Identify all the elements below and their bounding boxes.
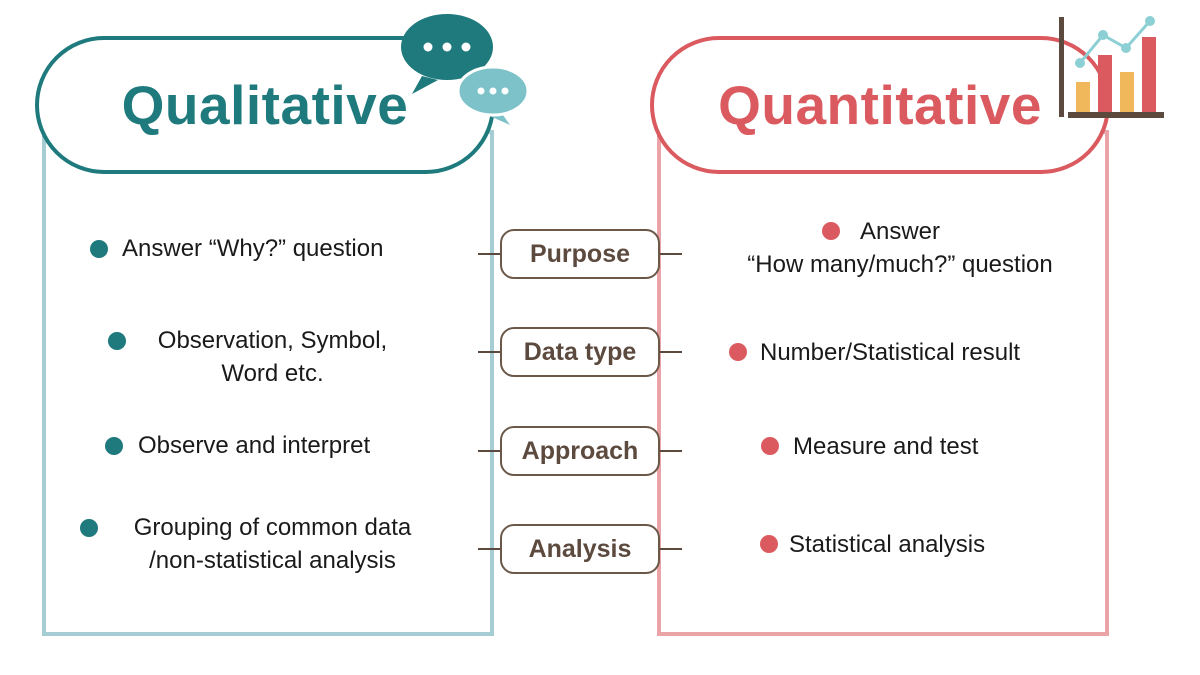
category-purpose: Purpose [500,229,660,279]
qualitative-bullet-purpose [90,240,108,258]
bar-line-chart-icon [1059,16,1164,118]
quantitative-purpose-text: Answer “How many/much?” question [747,218,1053,278]
approach-connector-right [658,450,682,452]
quantitative-analysis-text: Statistical analysis [789,531,986,558]
qualitative-title: Qualitative [35,36,495,174]
quantitative-bullet-purpose [822,222,840,240]
category-analysis: Analysis [500,524,660,574]
analysis-connector-left [478,548,502,550]
category-data-type: Data type [500,327,660,377]
quantitative-title: Quantitative [650,36,1110,174]
qualitative-bullet-analysis [80,519,98,537]
approach-connector-left [478,450,502,452]
quantitative-approach-text: Measure and test [793,433,979,460]
qualitative-bullet-approach [105,437,123,455]
qualitative-datatype-text: Observation, Symbol, Word etc. [157,327,388,387]
quantitative-datatype-text: Number/Statistical result [760,339,1021,366]
purpose-connector-right [658,253,682,255]
qualitative-analysis-text: Grouping of common data /non-statistical… [133,514,412,574]
category-approach: Approach [500,426,660,476]
qualitative-approach-text: Observe and interpret [138,432,371,459]
quantitative-bullet-analysis [760,535,778,553]
purpose-connector-left [478,253,502,255]
analysis-connector-right [658,548,682,550]
quantitative-bullet-approach [761,437,779,455]
qualitative-bullet-datatype [108,332,126,350]
quantitative-bullet-datatype [729,343,747,361]
datatype-connector-right [658,351,682,353]
qualitative-panel [42,130,494,636]
quantitative-panel [657,130,1109,636]
speech-bubbles-icon [401,14,530,125]
datatype-connector-left [478,351,502,353]
qualitative-purpose-text: Answer “Why?” question [122,235,384,262]
